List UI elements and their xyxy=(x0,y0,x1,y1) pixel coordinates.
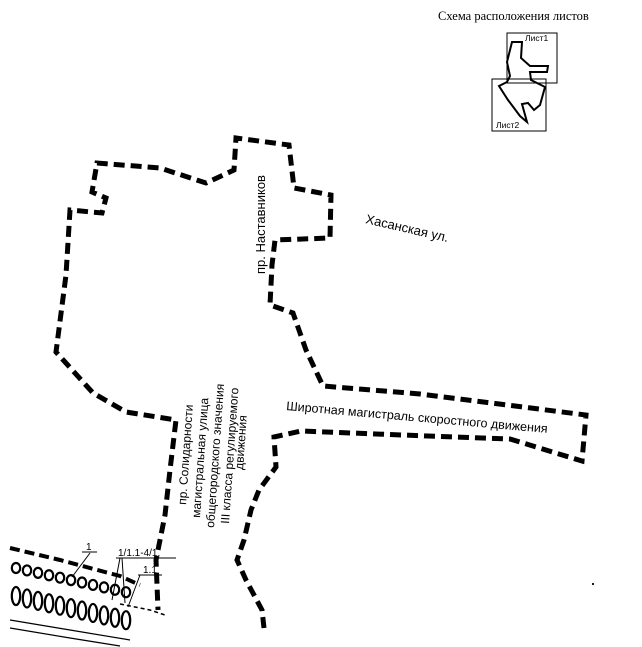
parcel-loop xyxy=(76,576,88,589)
plot-label-1-1-text: 1.1 xyxy=(143,565,157,576)
main-boundary xyxy=(53,135,589,629)
parcel-loop xyxy=(98,605,110,626)
parcel-loops-lower xyxy=(10,585,132,631)
sheet-1-label: Лист1 xyxy=(525,33,548,43)
parcel-loop xyxy=(32,590,44,611)
plot-label-1-text: 1 xyxy=(86,542,92,553)
parcel-loop xyxy=(109,607,121,628)
street-label-solidarnosti: пр. Солидарности магистральная улица общ… xyxy=(175,383,250,528)
plot-label-1: 1 xyxy=(71,542,97,578)
parcel-loop xyxy=(76,600,88,621)
parcel-loop xyxy=(54,595,66,616)
parcel-loop xyxy=(21,588,33,609)
street-label-nastavnikov: пр. Наставников xyxy=(253,175,268,274)
parcel-loop xyxy=(10,585,22,607)
parcel-loop xyxy=(65,597,77,619)
parcel-loop xyxy=(98,581,110,594)
parcel-loop xyxy=(54,571,66,584)
parcel-band-line-2 xyxy=(9,627,121,647)
solidarnosti-line-5: движения xyxy=(232,415,250,470)
parcel-loop xyxy=(21,564,33,577)
parcel-right-line xyxy=(119,603,166,616)
parcel-loop xyxy=(32,566,44,579)
plot-label-range: 1/1.1-4/1. xyxy=(111,548,176,604)
parcel-loop xyxy=(120,610,132,631)
parcel-loop xyxy=(120,586,132,599)
parcel-loop xyxy=(87,578,99,592)
parcel-loop xyxy=(43,569,55,582)
plot-label-1-leader xyxy=(71,552,91,578)
parcel-rows xyxy=(9,546,166,647)
plot-label-1-1-leader xyxy=(127,574,141,608)
parcel-loop xyxy=(87,602,99,624)
sheet-2-frame xyxy=(491,78,547,132)
solidarnosti-line-1: пр. Солидарности xyxy=(175,404,196,505)
sheet-index-title: Схема расположения листов xyxy=(438,9,589,23)
sheet-outline xyxy=(497,41,550,125)
parcel-loop xyxy=(65,573,77,587)
sheet-2-label: Лист2 xyxy=(496,120,519,130)
parcel-band-line xyxy=(9,619,131,641)
street-label-khasanskaya: Хасанская ул. xyxy=(364,211,450,245)
plot-label-range-leader-2 xyxy=(121,557,126,604)
parcel-loop xyxy=(43,593,55,614)
plot-label-range-leader-1 xyxy=(111,557,121,601)
parcel-loop xyxy=(10,561,22,575)
plot-label-range-text: 1/1.1-4/1. xyxy=(118,548,160,559)
map-dot xyxy=(591,582,595,586)
parcel-band-dashed xyxy=(9,546,141,587)
plot-label-1-1: 1.1 xyxy=(127,565,162,608)
sheet-index-map: Лист1 Лист2 xyxy=(491,32,558,132)
